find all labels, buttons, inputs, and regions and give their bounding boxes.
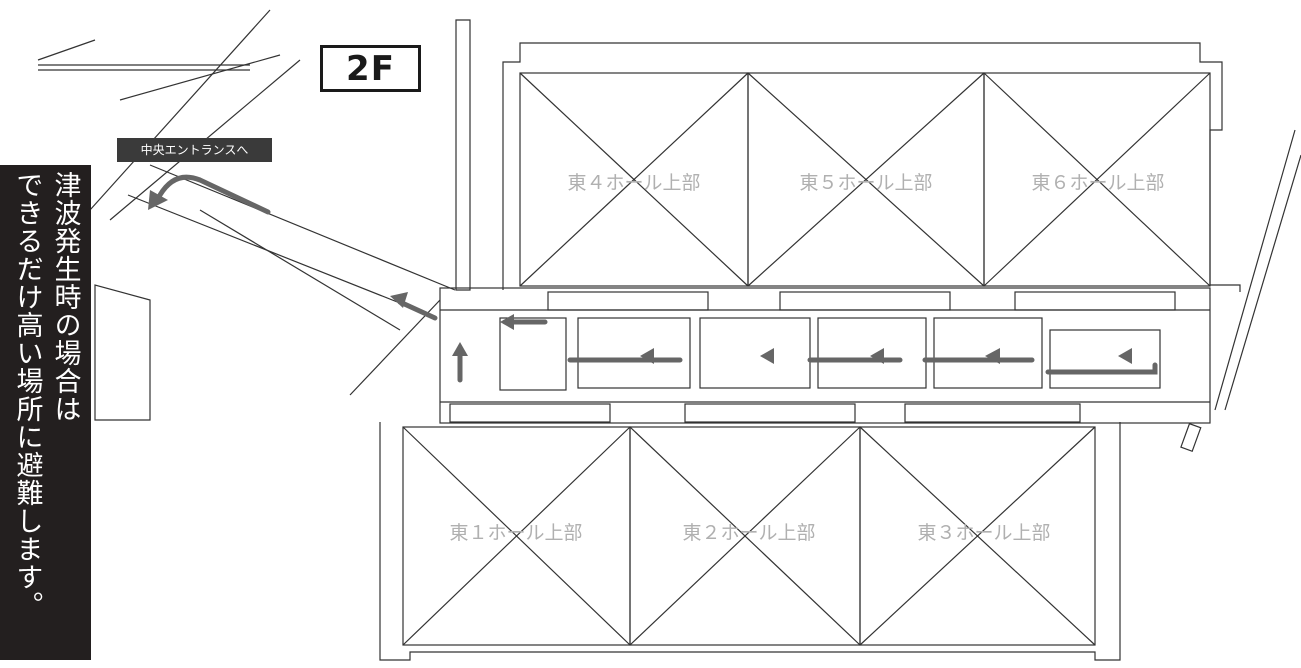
concourse [439, 287, 1211, 424]
north-hall-outline [502, 42, 1241, 292]
notice-line-2: できるだけ高い場所に避難します。 [11, 171, 43, 619]
route-arrow-concourse [457, 319, 1158, 383]
arrow-head-entrance [148, 190, 168, 210]
hall-2-label: 東２ホール上部 [682, 522, 815, 544]
route-arrow-walkway [397, 299, 438, 321]
tsunami-notice-text: 津波発生時の場合は できるだけ高い場所に避難します。 [8, 171, 84, 660]
arrow-head-walkway [390, 292, 408, 308]
hall-5-label: 東５ホール上部 [799, 172, 932, 194]
escalator-blocks [499, 317, 1161, 391]
hall-3 [859, 426, 1096, 646]
hall-1-label: 東１ホール上部 [449, 522, 582, 544]
walkway [89, 9, 456, 421]
hall-4-label: 東４ホール上部 [567, 172, 700, 194]
booth-row-bottom [449, 403, 1081, 423]
hall-6 [983, 72, 1211, 287]
route-arrows [157, 174, 1158, 383]
notice-line-1: 津波発生時の場合は [49, 171, 81, 423]
hall-6-label: 東６ホール上部 [1031, 172, 1164, 194]
floor-indicator: 2F [320, 45, 421, 92]
route-arrow-entrance [157, 174, 271, 215]
entrance-direction-label: 中央エントランスへ [117, 138, 272, 162]
hall-3-label: 東３ホール上部 [917, 522, 1050, 544]
tsunami-notice: 津波発生時の場合は できるだけ高い場所に避難します。 [0, 165, 91, 660]
floor-label: 2F [346, 48, 395, 89]
south-hall-outline [379, 422, 1121, 661]
booth-row-top [547, 291, 1176, 311]
